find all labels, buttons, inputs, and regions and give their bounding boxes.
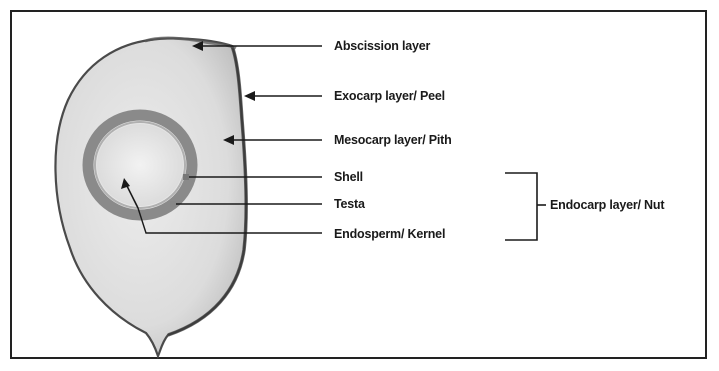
- label-testa: Testa: [334, 197, 366, 211]
- kernel: [97, 124, 183, 206]
- testa-pointer-mark: [170, 201, 176, 207]
- label-exocarp-layer: Exocarp layer/ Peel: [334, 89, 445, 103]
- label-abscission-layer: Abscission layer: [334, 39, 430, 53]
- label-mesocarp-layer: Mesocarp layer/ Pith: [334, 133, 452, 147]
- shell-pointer-mark: [183, 174, 189, 180]
- label-shell: Shell: [334, 170, 363, 184]
- label-endocarp-layer: Endocarp layer/ Nut: [550, 198, 665, 212]
- exocarp-arrowhead: [244, 91, 255, 101]
- endocarp-bracket: [505, 173, 537, 240]
- label-endosperm-kernel: Endosperm/ Kernel: [334, 227, 445, 241]
